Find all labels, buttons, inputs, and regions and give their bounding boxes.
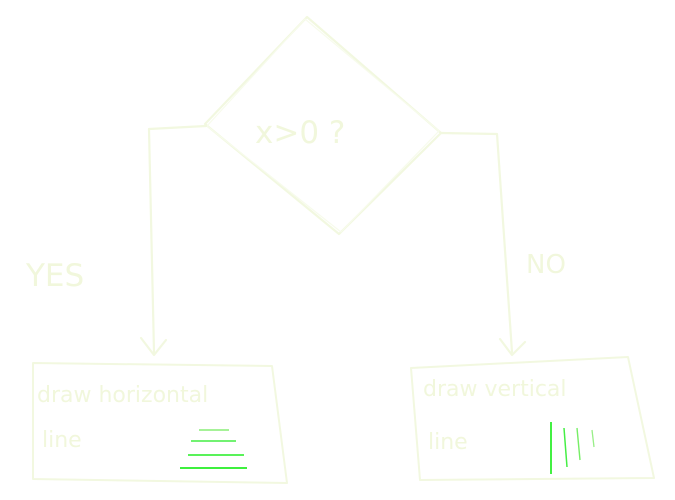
decision-diamond-shape — [203, 15, 443, 236]
no-connector: NO — [439, 131, 566, 357]
no-connector-line — [439, 131, 514, 354]
vertical-hatch-icon — [550, 422, 595, 474]
process-box-right-shape — [410, 356, 655, 481]
hatch-line — [591, 429, 595, 448]
horizontal-hatch-icon — [180, 429, 247, 469]
decision-node: x>0 ? — [203, 15, 443, 236]
decision-diamond-shape-overstroke — [206, 18, 440, 233]
decision-label: x>0 ? — [255, 115, 345, 151]
hatch-line — [563, 427, 568, 468]
process-box-left-line2: line — [42, 428, 82, 453]
process-box-left-shape — [32, 362, 288, 484]
process-box-right-line2: line — [428, 430, 468, 455]
yes-connector: YES — [25, 124, 208, 357]
process-box-right-line1: draw vertical — [423, 377, 567, 402]
yes-connector-line — [147, 124, 208, 354]
process-box-left: draw horizontal line — [32, 362, 288, 484]
hatch-line — [576, 427, 581, 461]
process-box-left-line1: draw horizontal — [37, 383, 208, 408]
yes-label: YES — [25, 258, 84, 294]
process-box-right: draw vertical line — [410, 356, 655, 481]
yes-arrowhead-icon — [139, 336, 168, 357]
no-label: NO — [526, 250, 566, 280]
no-arrowhead-icon — [498, 337, 527, 357]
